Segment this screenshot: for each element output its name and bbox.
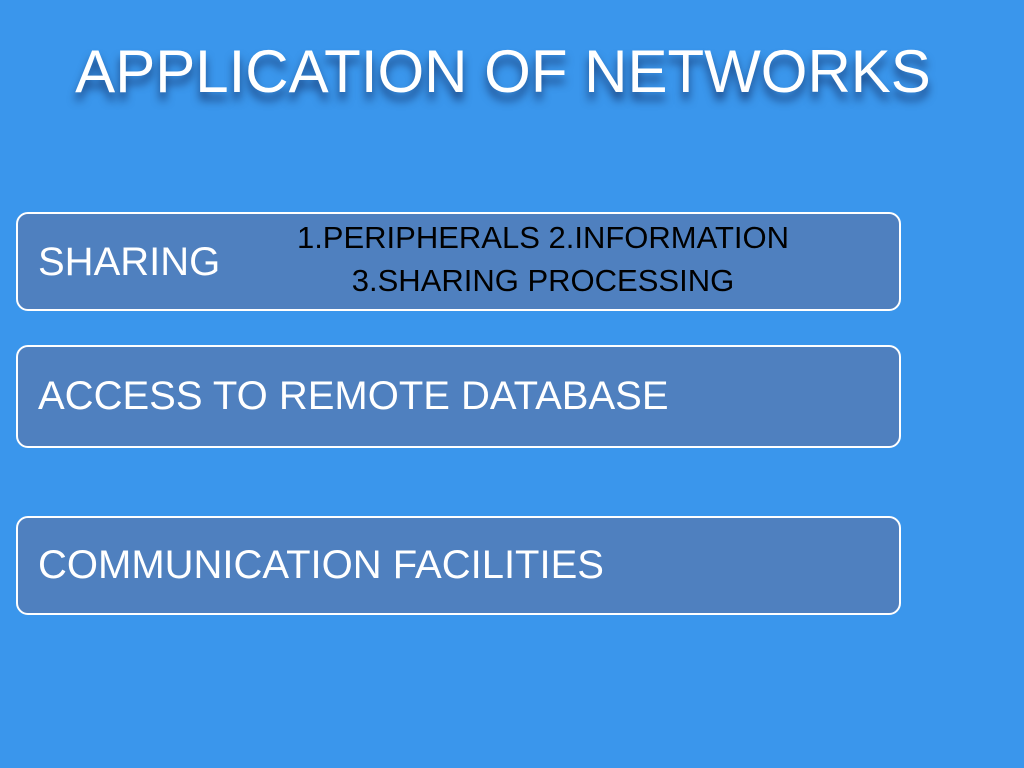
sharing-label: SHARING (38, 240, 221, 284)
remote-database-box: ACCESS TO REMOTE DATABASE (16, 345, 901, 448)
remote-database-label: ACCESS TO REMOTE DATABASE (38, 374, 669, 418)
sharing-detail-line-1: 1.PERIPHERALS 2.INFORMATION (296, 220, 790, 255)
sharing-detail-line-2: 3.SHARING PROCESSING (351, 263, 735, 298)
sharing-details: 1.PERIPHERALS 2.INFORMATION 3.SHARING PR… (273, 216, 813, 302)
slide-title: APPLICATION OF NETWORKS (75, 38, 931, 105)
communication-facilities-label: COMMUNICATION FACILITIES (38, 543, 604, 587)
sharing-box: SHARING 1.PERIPHERALS 2.INFORMATION 3.SH… (16, 212, 901, 311)
communication-facilities-box: COMMUNICATION FACILITIES (16, 516, 901, 615)
